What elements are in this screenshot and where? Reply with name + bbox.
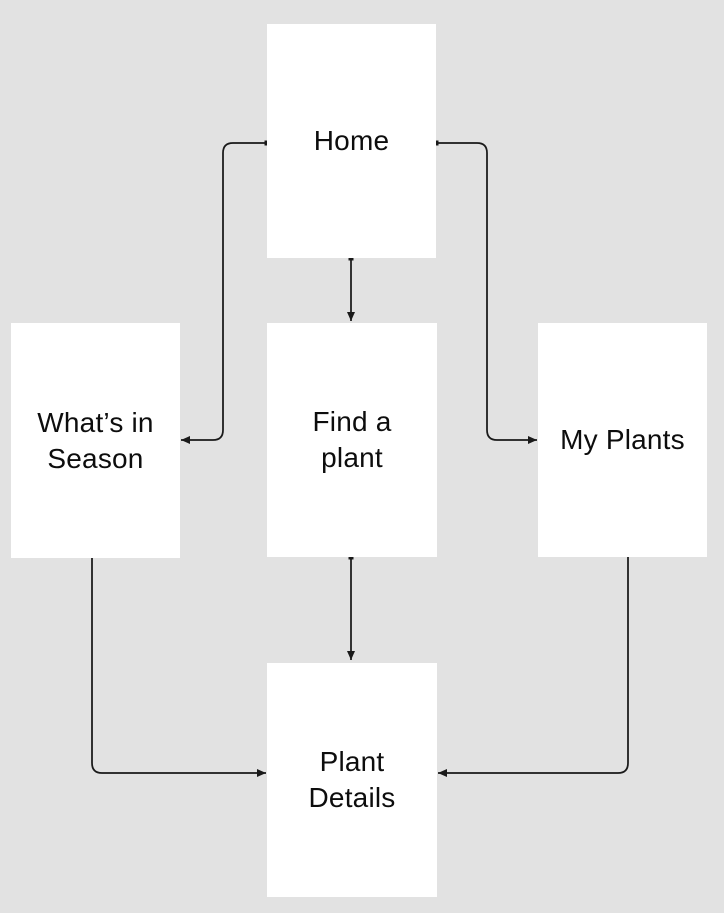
edge-home-to-whats-in-season bbox=[181, 142, 267, 444]
node-whats-in-season-label: What’s in Season bbox=[37, 406, 154, 474]
node-whats-in-season: What’s in Season bbox=[11, 323, 180, 558]
node-my-plants: My Plants bbox=[538, 323, 707, 557]
node-plant-details: Plant Details bbox=[267, 663, 437, 897]
node-my-plants-label: My Plants bbox=[560, 424, 685, 455]
node-home-label: Home bbox=[313, 125, 390, 156]
edge-my-plants-to-plant-details bbox=[438, 557, 629, 777]
edge-whats-in-season-to-plant-details bbox=[91, 558, 266, 777]
node-home: Home bbox=[267, 24, 436, 258]
node-find-a-plant-label: Find a plant bbox=[312, 406, 392, 473]
node-find-a-plant: Find a plant bbox=[267, 323, 437, 557]
node-plant-details-label: Plant Details bbox=[308, 746, 396, 813]
edge-home-to-my-plants bbox=[436, 142, 537, 444]
